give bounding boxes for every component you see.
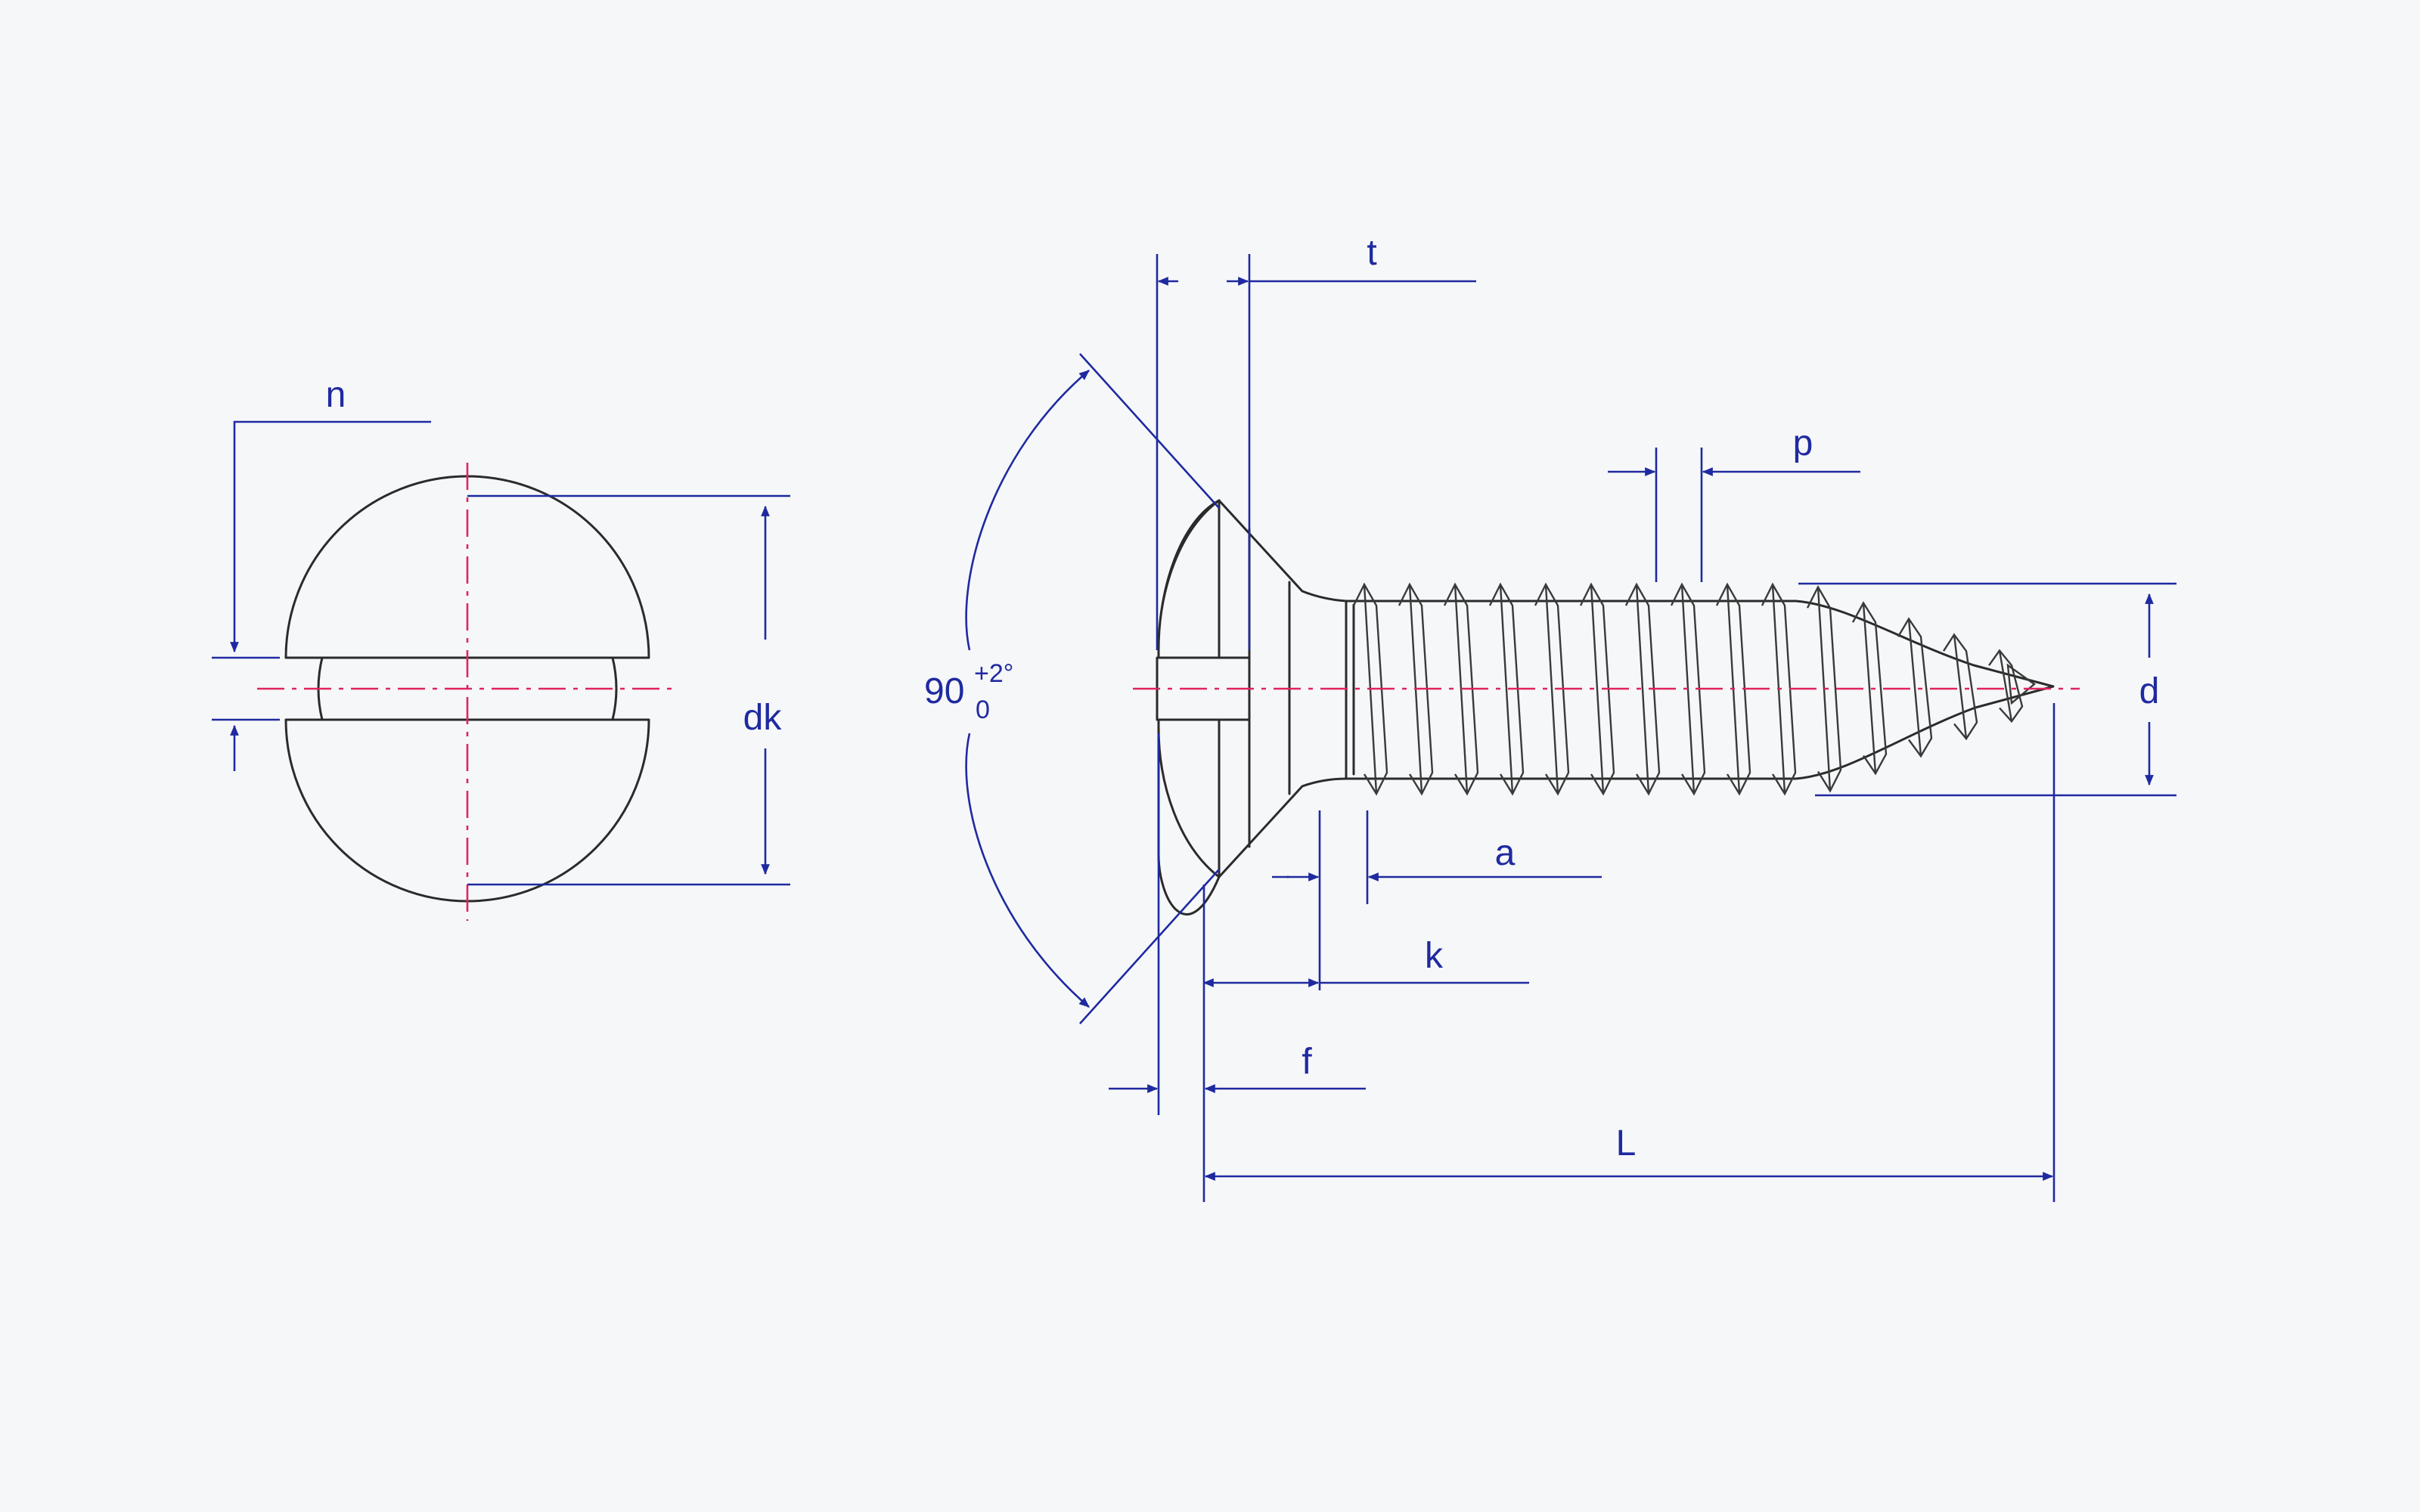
label-angle-tol-lower: 0: [976, 696, 990, 724]
label-p: p: [1793, 423, 1813, 463]
label-angle-tol-upper: +2°: [974, 659, 1013, 688]
dimension-t: t: [1156, 233, 1476, 650]
thread-crest: [1942, 633, 1978, 741]
dimension-k: k: [1202, 936, 1529, 987]
dimension-L: L: [1204, 703, 2055, 1202]
label-a: a: [1495, 833, 1516, 873]
label-n: n: [326, 375, 346, 415]
thread-crest: [1897, 617, 1933, 758]
dimension-f: f: [1109, 733, 1366, 1202]
thread-flank: [1953, 634, 1968, 739]
thread-flank: [1907, 618, 1922, 757]
dimension-a: a: [1272, 810, 1602, 990]
dimension-p: p: [1608, 423, 1860, 582]
thread-flank: [1590, 584, 1605, 795]
dimension-d: d: [1798, 582, 2176, 797]
screw-side-view: [1156, 499, 2055, 916]
thread-flank: [1544, 584, 1559, 795]
label-L: L: [1616, 1123, 1637, 1163]
thread-crest: [1806, 584, 1842, 793]
thread-crest: [1988, 649, 2024, 723]
thread-flank: [1635, 584, 1650, 795]
thread-flank: [1998, 650, 2013, 722]
label-d: d: [2139, 671, 2160, 711]
dimension-angle: 90 +2° 0: [924, 353, 1220, 1024]
label-t: t: [1367, 233, 1376, 273]
dimension-dk: dk: [467, 494, 790, 886]
label-dk: dk: [743, 698, 783, 738]
thread-crest: [1851, 601, 1888, 776]
thread-flank: [1862, 603, 1877, 774]
label-angle: 90: [924, 671, 964, 711]
label-k: k: [1425, 936, 1444, 976]
dimension-n: n: [212, 375, 431, 771]
top-view-centerlines: [257, 463, 673, 921]
thread-flank: [1499, 584, 1514, 795]
label-f: f: [1302, 1042, 1312, 1082]
